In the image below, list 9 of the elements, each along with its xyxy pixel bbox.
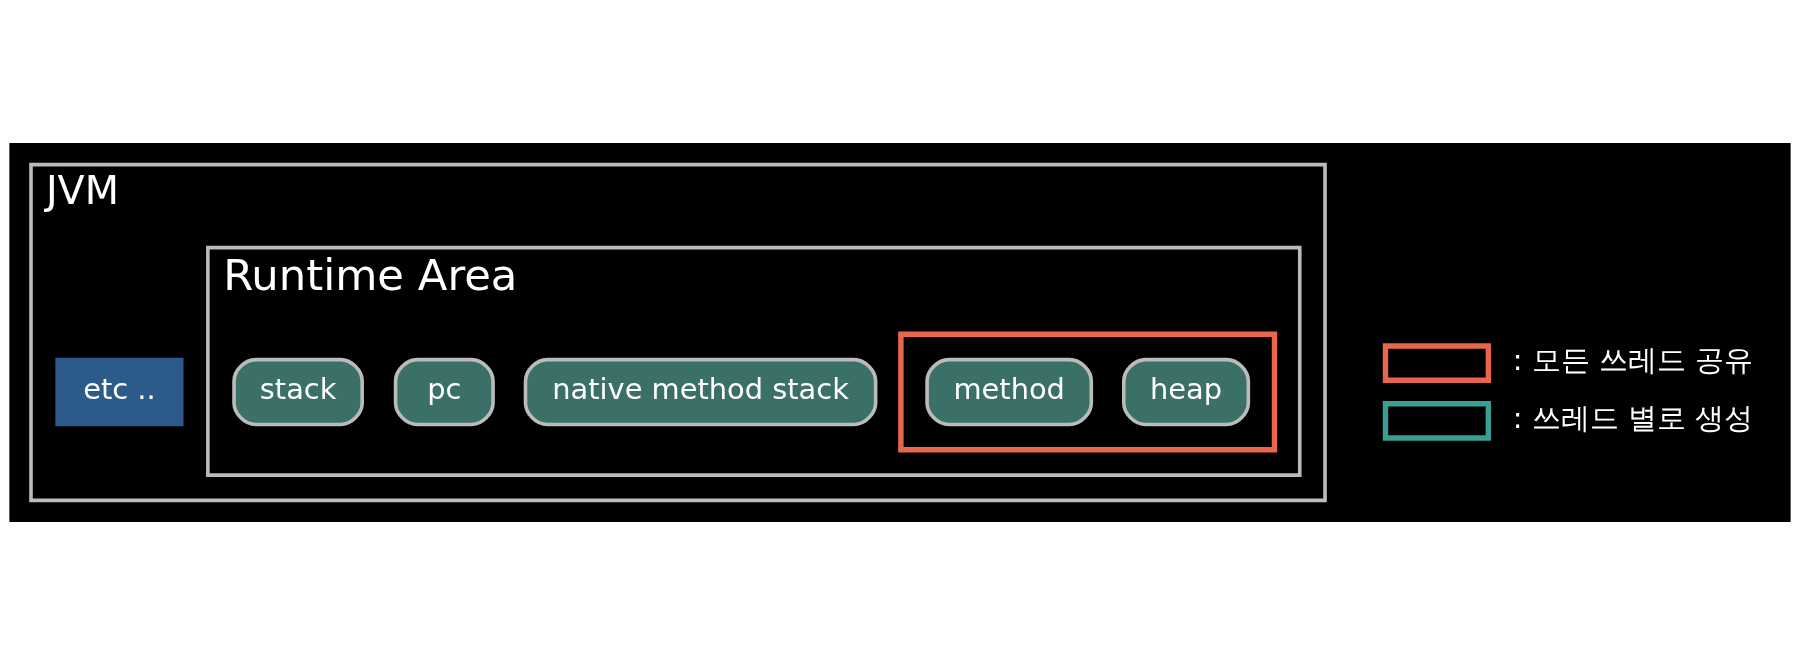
node-box: stack [232,357,364,426]
node-box: pc [393,357,495,426]
cluster [898,331,1278,452]
legend-label: : 쓰레드 별로 생성 [1512,400,1753,435]
node-box: etc .. [55,357,184,426]
node-box: native method stack [523,357,878,426]
node-box: method [925,357,1094,426]
node-box: heap [1122,357,1251,426]
legend-label: : 모든 쓰레드 공유 [1512,342,1753,377]
